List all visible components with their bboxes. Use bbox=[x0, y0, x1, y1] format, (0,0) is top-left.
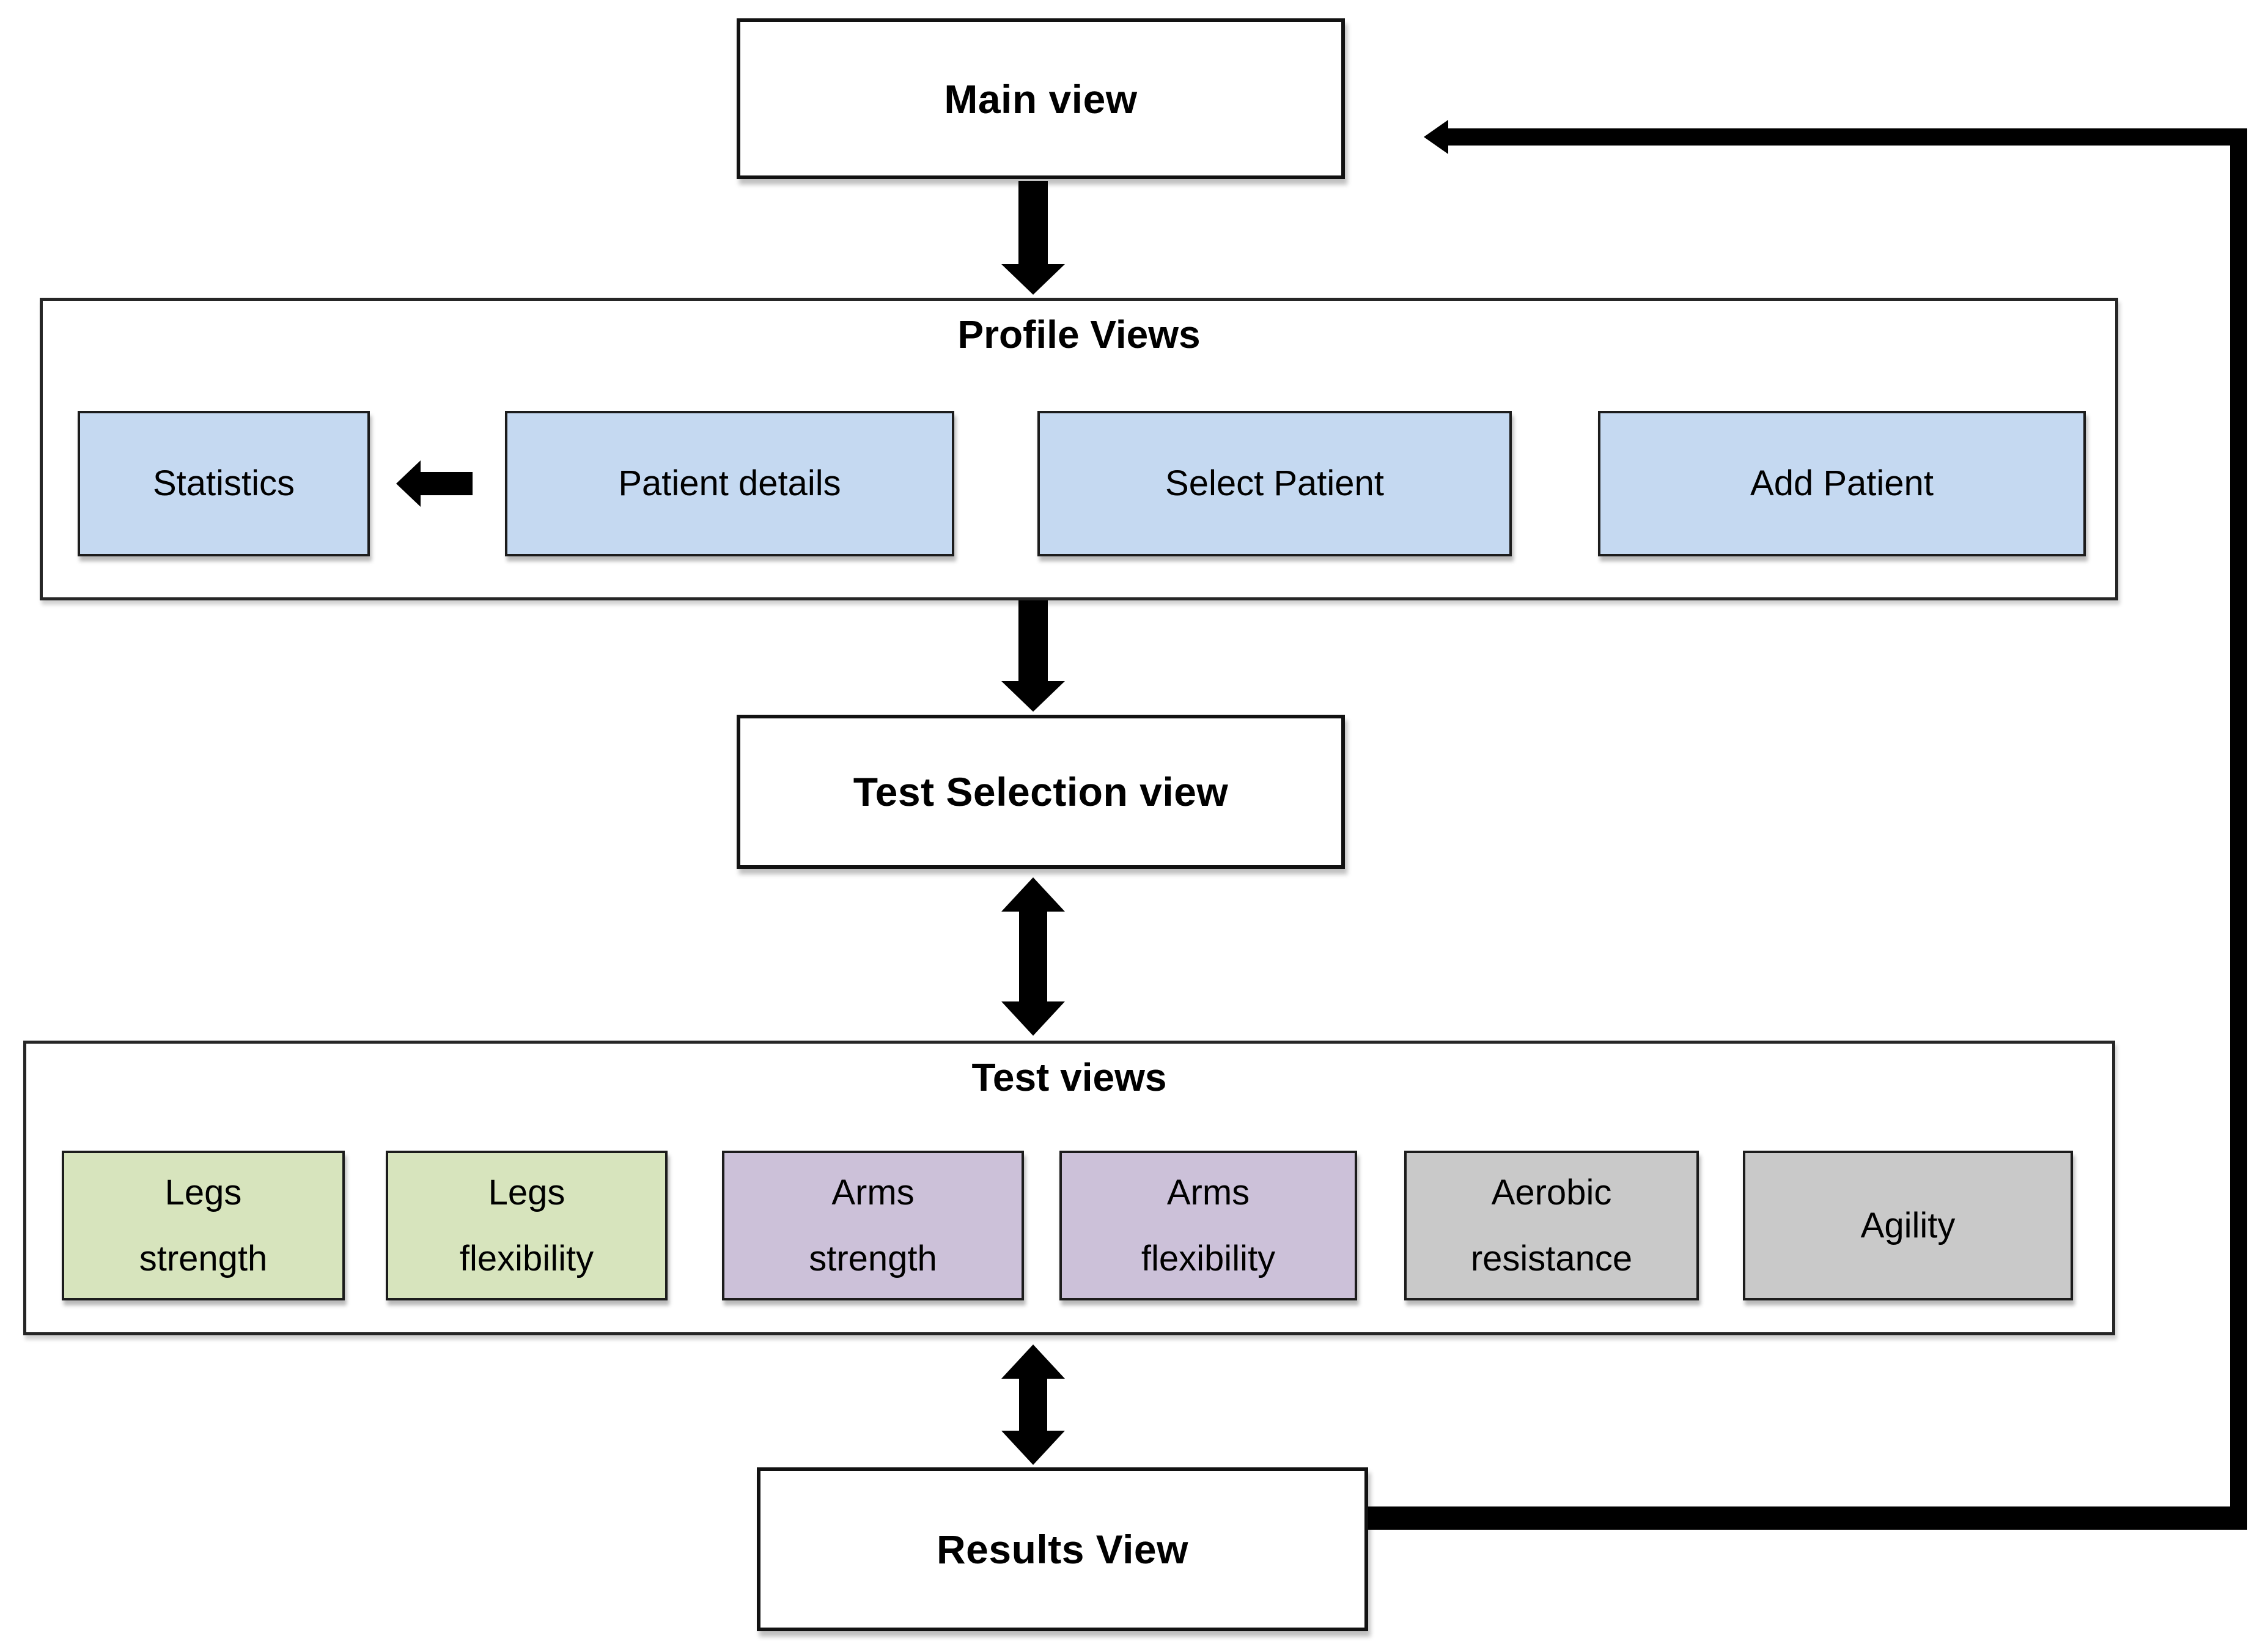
node-results-view: Results View bbox=[757, 1467, 1368, 1631]
box-agility-label: Agility bbox=[1860, 1205, 1956, 1245]
box-patient-details-label: Patient details bbox=[618, 463, 841, 504]
box-statistics: Statistics bbox=[78, 411, 370, 556]
node-test-selection-view-label: Test Selection view bbox=[853, 769, 1229, 814]
box-add-patient: Add Patient bbox=[1598, 411, 2086, 556]
arrow-stem bbox=[1019, 1376, 1047, 1432]
arrow-head-left-icon bbox=[394, 460, 421, 507]
arrow-stem bbox=[1018, 600, 1048, 682]
box-legs-strength-label: Legs strength bbox=[139, 1173, 268, 1278]
arrow-head-down-icon bbox=[1001, 681, 1065, 714]
box-aerobic-resistance-label: Aerobic resistance bbox=[1470, 1173, 1633, 1278]
node-results-view-label: Results View bbox=[937, 1527, 1188, 1572]
arrow-stem bbox=[1018, 181, 1048, 265]
box-arms-strength: Arms strength bbox=[722, 1151, 1024, 1300]
arrow-stem bbox=[1019, 909, 1047, 1003]
box-select-patient: Select Patient bbox=[1037, 411, 1512, 556]
node-test-selection-view: Test Selection view bbox=[737, 715, 1345, 869]
loop-top-segment bbox=[1443, 128, 2247, 146]
node-main-view-label: Main view bbox=[944, 76, 1138, 122]
arrow-head-down-icon bbox=[1001, 1431, 1065, 1467]
box-arms-flexibility-label: Arms flexibility bbox=[1141, 1173, 1276, 1278]
group-test-views-title: Test views bbox=[971, 1055, 1167, 1099]
box-agility: Agility bbox=[1743, 1151, 2073, 1300]
node-main-view: Main view bbox=[737, 18, 1345, 179]
box-legs-flexibility: Legs flexibility bbox=[386, 1151, 668, 1300]
arrow-head-up-icon bbox=[1001, 1343, 1065, 1379]
arrow-head-up-icon bbox=[1001, 876, 1065, 912]
box-arms-strength-label: Arms strength bbox=[809, 1173, 937, 1278]
group-profile-views-title: Profile Views bbox=[957, 312, 1201, 356]
box-legs-strength: Legs strength bbox=[62, 1151, 345, 1300]
box-aerobic-resistance: Aerobic resistance bbox=[1404, 1151, 1699, 1300]
arrow-head-down-icon bbox=[1001, 264, 1065, 297]
box-arms-flexibility: Arms flexibility bbox=[1059, 1151, 1357, 1300]
box-add-patient-label: Add Patient bbox=[1750, 463, 1934, 504]
box-statistics-label: Statistics bbox=[152, 463, 295, 504]
box-patient-details: Patient details bbox=[505, 411, 954, 556]
arrow-head-down-icon bbox=[1001, 1001, 1065, 1038]
loop-bottom-segment bbox=[1368, 1506, 2247, 1530]
loop-right-segment bbox=[2230, 128, 2247, 1530]
arrow-head-left-icon bbox=[1422, 120, 1448, 154]
box-select-patient-label: Select Patient bbox=[1165, 463, 1384, 504]
box-legs-flexibility-label: Legs flexibility bbox=[459, 1173, 594, 1278]
arrow-stem bbox=[418, 472, 473, 495]
